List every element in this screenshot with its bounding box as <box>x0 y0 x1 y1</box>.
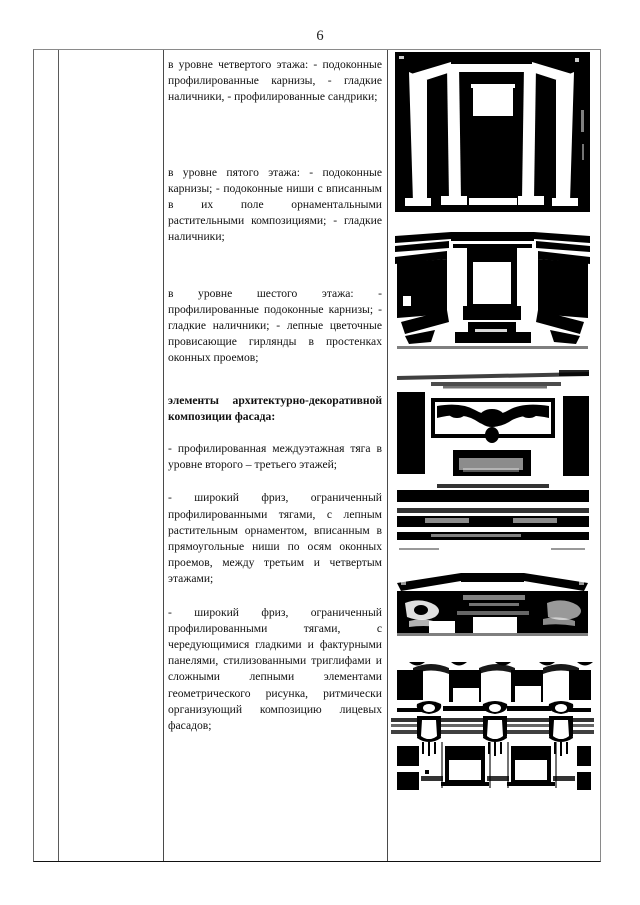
table-column-blank <box>59 50 164 861</box>
table-column-description: в уровне четвертого этажа: - подоконные … <box>164 50 388 861</box>
block-spacer <box>168 588 382 605</box>
page-number: 6 <box>316 28 324 44</box>
table-column-photos <box>388 50 600 861</box>
photo-frieze-ornament <box>391 567 594 655</box>
photo-facade-triglyphs <box>391 662 594 842</box>
photo-bay-window <box>391 50 594 220</box>
paragraph-frieze-one: - широкий фриз, ограниченный профилирова… <box>168 491 382 586</box>
table-column-index <box>34 50 59 861</box>
photo-window-niche <box>391 230 594 354</box>
block-spacer <box>168 246 382 286</box>
document-table: в уровне четвертого этажа: - подоконные … <box>33 49 601 862</box>
block-spacer <box>168 425 382 441</box>
photo-stack <box>391 50 594 842</box>
photo-garland <box>391 362 594 559</box>
block-spacer <box>168 473 382 490</box>
paragraph-level-four: в уровне четвертого этажа: - подоконные … <box>168 58 382 104</box>
heading-facade-elements: элементы архитектурно-декоративной компо… <box>168 393 382 423</box>
paragraph-level-six: в уровне шестого этажа: - профилированны… <box>168 286 382 365</box>
paragraph-level-five: в уровне пятого этажа: - подоконные карн… <box>168 165 382 244</box>
block-spacer <box>168 106 382 165</box>
paragraph-interfloor-band: - профилированная междуэтажная тяга в ур… <box>168 442 382 472</box>
paragraph-frieze-two: - широкий фриз, ограниченный профилирова… <box>168 605 382 733</box>
block-spacer <box>168 367 382 393</box>
